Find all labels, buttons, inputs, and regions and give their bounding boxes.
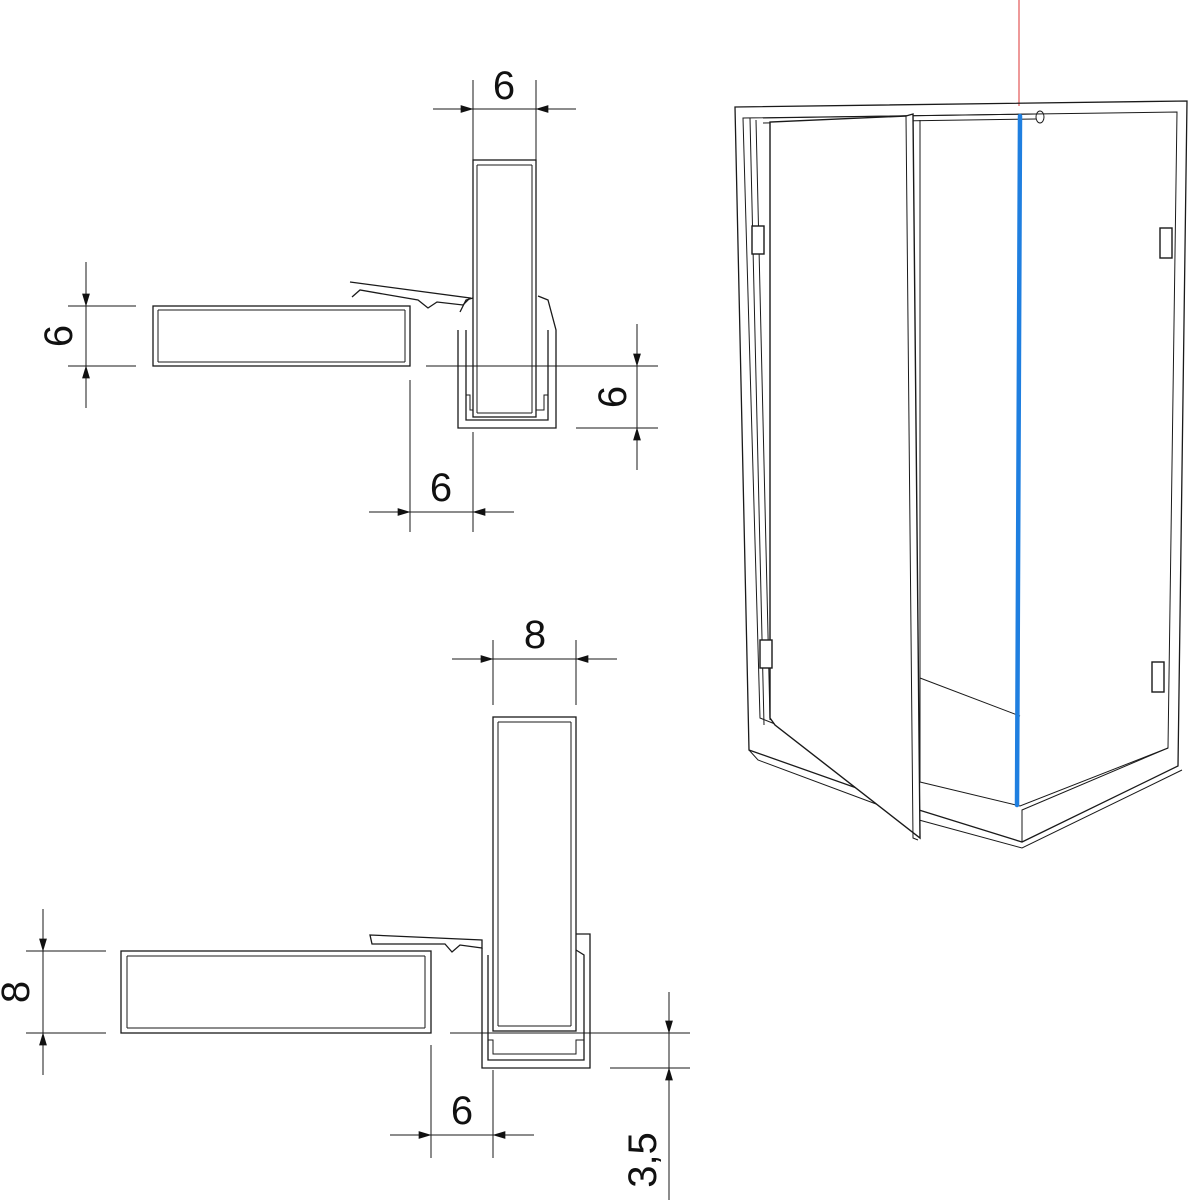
hinged-door	[769, 113, 921, 840]
u-channel-profile-6	[457, 295, 557, 429]
dimension-label-bottom: 6	[430, 466, 452, 510]
dimension-top-8: 8	[452, 613, 617, 705]
vertical-glass-panel-8	[492, 716, 577, 1032]
u-channel-profile-8	[481, 933, 591, 1069]
shower-enclosure-view	[734, 0, 1188, 849]
dimension-label-left: 6	[37, 325, 81, 347]
dimension-bottom-6: 6	[369, 380, 514, 532]
dimension-label-top: 8	[524, 613, 546, 657]
clamp-lower-right	[1151, 661, 1165, 693]
sealing-lip-6	[349, 281, 472, 309]
profile-detail-6mm: 6 6 6 6	[37, 64, 658, 532]
dimension-left-6: 6	[37, 262, 136, 408]
horizontal-glass-panel-8	[120, 950, 432, 1034]
highlighted-seal-profile	[1014, 113, 1023, 808]
dimension-label-top: 6	[493, 64, 515, 108]
hinge-upper-left	[751, 225, 765, 255]
dimension-label-right: 6	[591, 386, 635, 408]
clamp-upper-right	[1159, 227, 1173, 259]
hinge-lower-left	[759, 639, 773, 669]
vertical-glass-panel-6	[472, 159, 537, 418]
profile-detail-8mm: 8 8 3,5 6	[0, 613, 690, 1200]
dimension-label-right: 3,5	[621, 1132, 665, 1188]
enclosure-inner-frame	[742, 111, 1178, 807]
dimension-label-left: 8	[0, 981, 38, 1003]
dimension-left-8: 8	[0, 909, 106, 1075]
dimension-right-6: 6	[426, 324, 658, 470]
dimension-top-6: 6	[433, 64, 576, 160]
horizontal-glass-panel-6	[152, 305, 411, 367]
dimension-label-bottom: 6	[451, 1089, 473, 1133]
dimension-bottom-8: 6	[390, 1045, 534, 1158]
rail-end-knob	[1035, 110, 1045, 124]
dimension-right-8: 3,5	[450, 992, 690, 1200]
left-fixed-panel	[749, 117, 771, 726]
sealing-lip-8	[369, 934, 483, 953]
